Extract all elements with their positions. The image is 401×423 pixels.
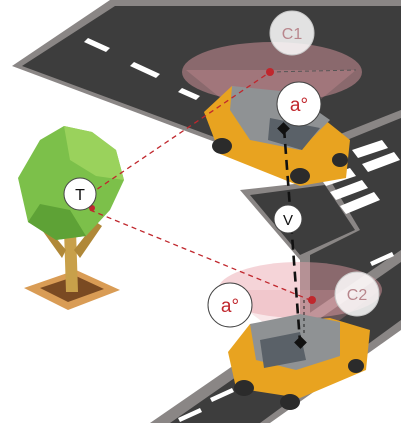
label-c2: C2 <box>335 272 379 316</box>
label-angle-top: a° <box>277 82 321 126</box>
label-t: T <box>64 178 96 210</box>
label-angle-bottom-text: a° <box>221 296 239 317</box>
label-angle-bottom: a° <box>208 283 252 327</box>
label-c1-text: C1 <box>282 26 303 43</box>
label-c2-text: C2 <box>347 287 368 304</box>
camera-dot-c2 <box>308 296 316 304</box>
car-1-wheel <box>212 138 232 154</box>
label-c1: C1 <box>270 11 314 55</box>
car-2-wheel <box>280 394 300 410</box>
car-1-wheel <box>332 153 348 167</box>
label-v-text: V <box>283 212 293 229</box>
label-angle-top-text: a° <box>290 95 308 116</box>
label-v: V <box>274 205 302 233</box>
car-2-wheel <box>234 380 254 396</box>
car-1-wheel <box>290 168 310 184</box>
car-2-wheel <box>348 359 364 373</box>
tree-trunk <box>64 230 78 292</box>
camera-dot-c1 <box>266 68 274 76</box>
label-t-text: T <box>75 187 85 204</box>
